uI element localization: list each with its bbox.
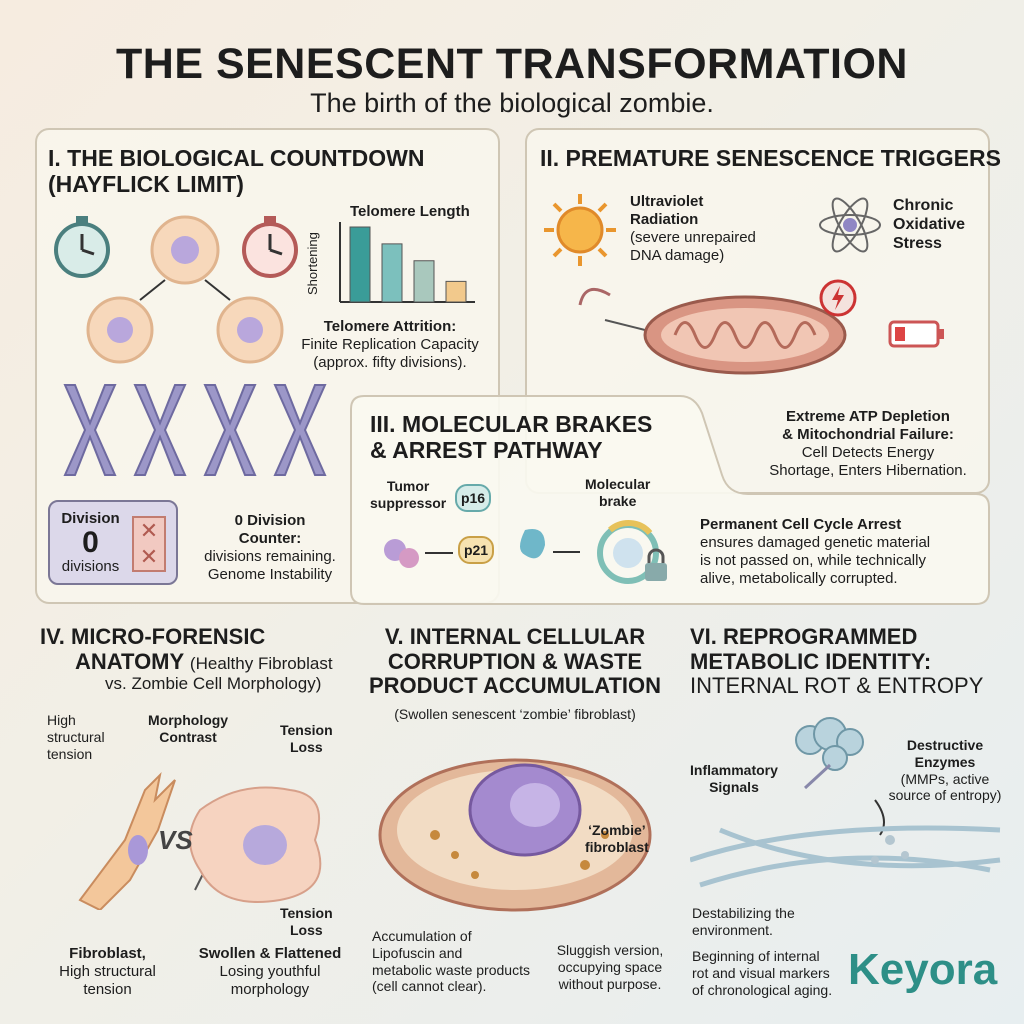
- mitochondrion-illustration: [578, 287, 847, 375]
- zombie-fibroblast-label: ‘Zombie’fibroblast: [585, 822, 649, 855]
- telomere-chart-title: Telomere Length: [350, 203, 470, 220]
- atom-icon: [819, 197, 881, 253]
- telomere-chart-ylabel: Shortening: [305, 232, 320, 295]
- atp-depletion-note: Extreme ATP Depletion& Mitochondrial Fai…: [769, 408, 967, 479]
- alarm-clock-icon: [242, 216, 298, 278]
- zombie-cell-cross-section: [378, 758, 652, 912]
- telomere-bar: [349, 226, 371, 303]
- telomere-attrition-note: Telomere Attrition:Finite Replication Ca…: [301, 318, 479, 371]
- sun-icon: [544, 194, 616, 266]
- fibroblast-vs-zombie-illustration: [78, 771, 322, 910]
- telomere-bar: [413, 260, 435, 303]
- panel1-heading: I. THE BIOLOGICAL COUNTDOWN(HAYFLICK LIM…: [48, 145, 425, 197]
- chromosomes: [63, 384, 327, 476]
- daughter-cell: [216, 296, 284, 364]
- cycle-lock-icon: [597, 519, 667, 584]
- enzyme-cloud-illustration: [690, 717, 1001, 888]
- broken-dna-icon: ✕✕: [132, 516, 166, 572]
- daughter-cell: [86, 296, 154, 364]
- panel5-subtitle: (Swollen senescent ‘zombie’ fibroblast): [394, 706, 636, 722]
- p16-badge: p16: [455, 484, 491, 512]
- protein-pathway-illustration: [384, 529, 580, 568]
- lightning-warning-icon: [819, 279, 857, 317]
- cell-division-diagram: [63, 215, 327, 476]
- panel2-heading: II. PREMATURE SENESCENCE TRIGGERS: [540, 145, 1001, 171]
- keyora-logo: Keyora: [848, 945, 998, 994]
- telomere-bar: [445, 280, 467, 303]
- vs-label: VS: [158, 825, 193, 855]
- page-title: THE SENESCENT TRANSFORMATION: [116, 40, 908, 88]
- p21-badge: p21: [458, 536, 494, 564]
- division-counter-badge: Division 0 divisions ✕✕: [48, 500, 178, 585]
- clock-icon: [54, 216, 110, 278]
- telomere-bar: [381, 243, 403, 303]
- page-subtitle: The birth of the biological zombie.: [310, 88, 714, 118]
- panel3-heading: III. MOLECULAR BRAKES& ARREST PATHWAY: [370, 411, 653, 463]
- telomere-length-chart: [339, 222, 475, 303]
- parent-cell: [150, 215, 220, 285]
- low-battery-icon: [888, 320, 944, 348]
